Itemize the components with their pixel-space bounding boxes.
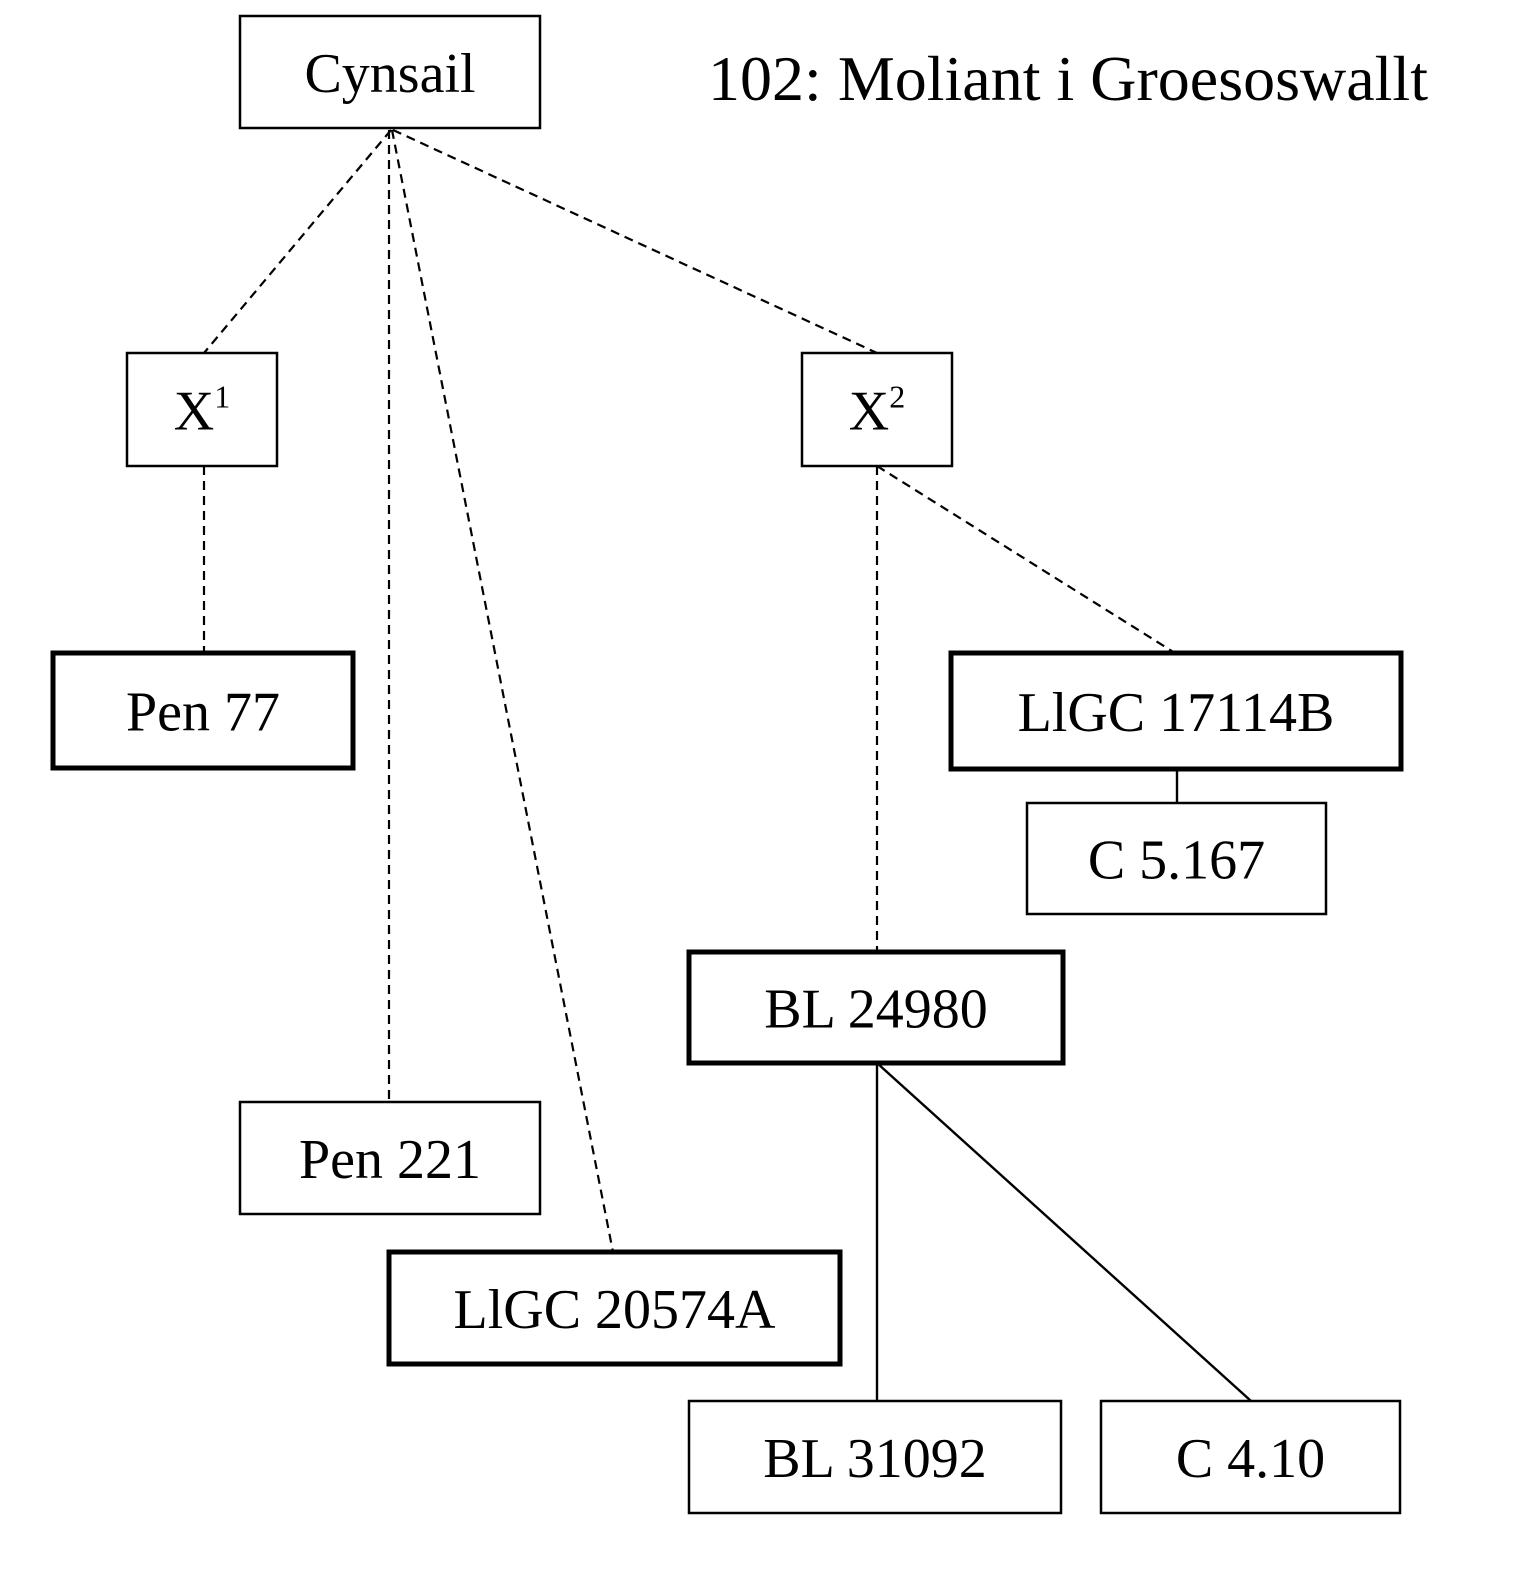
node-label: X1 (174, 379, 230, 443)
node-cynsail: Cynsail (238, 14, 542, 130)
node-c410: C 4.10 (1099, 1399, 1402, 1515)
edge-x2-to-llgc17114b (876, 465, 1176, 654)
edge-bl24980-to-c410 (876, 1062, 1252, 1402)
diagram-title: 102: Moliant i Groesoswallt (708, 43, 1428, 114)
node-box (687, 1399, 1063, 1515)
node-label: Pen 77 (126, 682, 280, 744)
node-label: BL 31092 (763, 1428, 986, 1490)
node-superscript: 1 (214, 379, 230, 415)
node-label: BL 24980 (764, 979, 987, 1041)
node-x2: X2 (800, 351, 954, 468)
node-label: C 4.10 (1176, 1428, 1325, 1490)
node-box (125, 351, 279, 468)
edge-cynsail-to-llgc20574a (390, 129, 615, 1253)
node-box (948, 650, 1404, 772)
node-pen221: Pen 221 (238, 1100, 542, 1216)
node-label: X2 (849, 379, 905, 443)
node-bl31092: BL 31092 (687, 1399, 1063, 1515)
node-box (1099, 1399, 1402, 1515)
node-label: LlGC 20574A (454, 1279, 777, 1341)
node-box (800, 351, 954, 468)
node-box (386, 1249, 843, 1367)
node-x1: X1 (125, 351, 279, 468)
node-box (1025, 801, 1328, 916)
node-label: LlGC 17114B (1018, 682, 1335, 744)
node-llgc17114b: LlGC 17114B (948, 650, 1404, 772)
node-label: Pen 221 (299, 1129, 481, 1191)
node-box (238, 14, 542, 130)
node-llgc20574a: LlGC 20574A (386, 1249, 843, 1367)
node-label: Cynsail (304, 43, 475, 105)
edge-cynsail-to-x2 (392, 129, 878, 354)
node-box (238, 1100, 542, 1216)
node-c5167: C 5.167 (1025, 801, 1328, 916)
node-box (50, 650, 356, 771)
node-pen77: Pen 77 (50, 650, 356, 771)
node-label: C 5.167 (1088, 830, 1265, 892)
node-box (686, 949, 1066, 1066)
edge-cynsail-to-x1 (203, 129, 392, 354)
node-superscript: 2 (889, 379, 905, 415)
edges-layer (202, 129, 1252, 1402)
node-bl24980: BL 24980 (686, 949, 1066, 1066)
